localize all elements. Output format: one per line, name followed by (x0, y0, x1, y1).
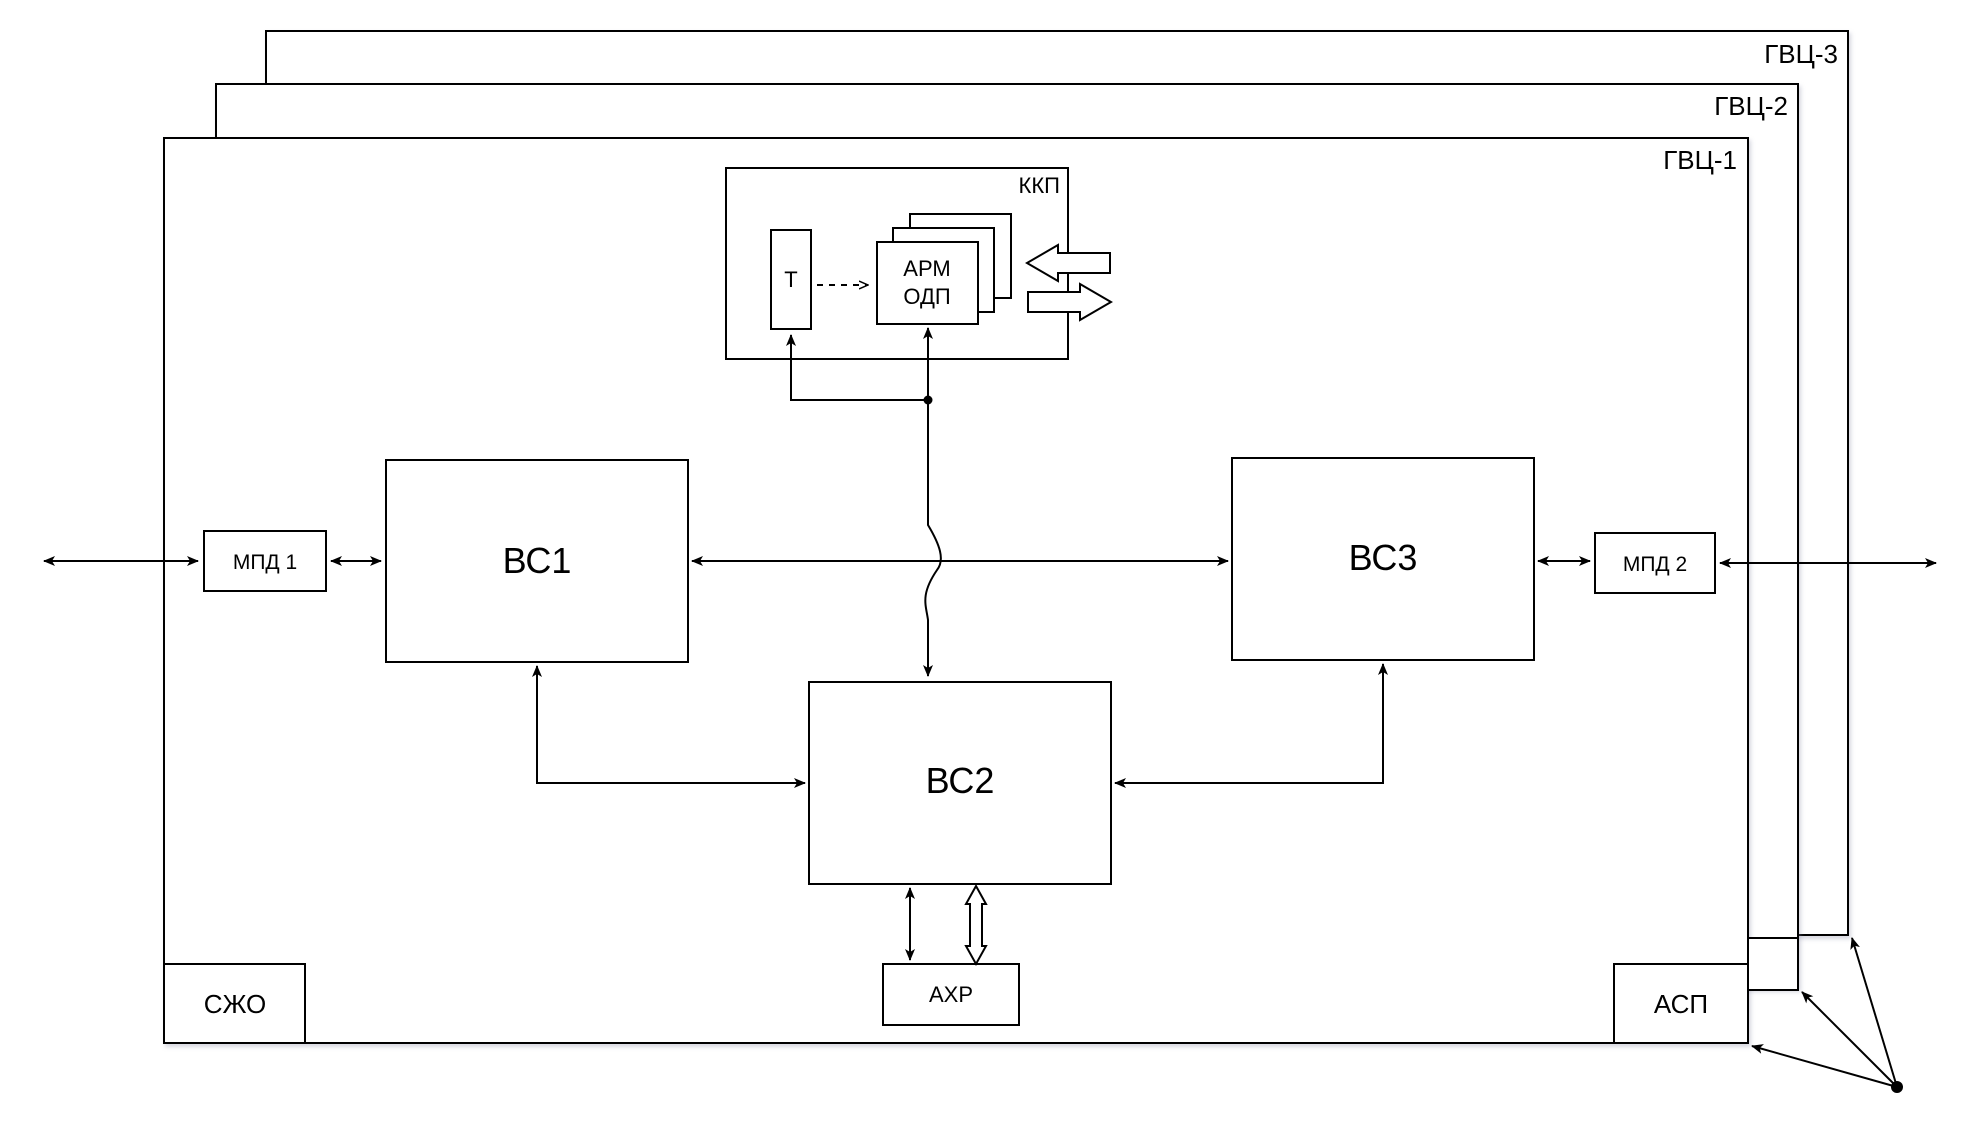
vs2-ahr-hollow-arrow (964, 883, 988, 967)
vs1-block: ВС1 (385, 459, 689, 663)
asp-label: АСП (1654, 989, 1708, 1019)
vs1-vs2-link (532, 665, 806, 788)
asp-source-dot (1891, 1081, 1903, 1093)
mpd2-block: МПД 2 (1594, 532, 1716, 594)
vs2-block: ВС2 (808, 681, 1112, 885)
ahr-label: АХР (929, 982, 973, 1007)
vs3-label: ВС3 (1349, 537, 1418, 578)
kkp-connections (786, 327, 942, 677)
mpd2-label: МПД 2 (1623, 553, 1687, 576)
asp-links (1747, 937, 1903, 1093)
hollow-arrow-left (1025, 243, 1111, 283)
asp-block: АСП (1613, 963, 1749, 1044)
vs2-label: ВС2 (926, 760, 995, 801)
szho-block: СЖО (163, 963, 306, 1044)
frame-gvc3-label: ГВЦ-3 (1764, 39, 1838, 69)
ahr-block: АХР (882, 963, 1020, 1026)
t-block: Т (770, 229, 812, 330)
szho-label: СЖО (204, 989, 266, 1019)
arm-label-line2: ОДП (903, 284, 950, 309)
vs3-vs2-link (1114, 663, 1388, 788)
frame-gvc1-label: ГВЦ-1 (1663, 145, 1737, 175)
mpd1-block: МПД 1 (203, 530, 327, 592)
vs3-block: ВС3 (1231, 457, 1535, 661)
t-label: Т (784, 267, 797, 292)
arm-label-line1: АРМ (903, 256, 950, 281)
arm-odp-stack: АРМ ОДП (876, 213, 1012, 325)
frame-gvc2-label: ГВЦ-2 (1714, 91, 1788, 121)
vs1-label: ВС1 (503, 540, 572, 581)
hollow-arrow-right (1027, 282, 1113, 322)
kkp-label: ККП (1019, 173, 1060, 198)
mpd1-label: МПД 1 (233, 551, 297, 574)
horizontal-connectors (43, 556, 1937, 568)
